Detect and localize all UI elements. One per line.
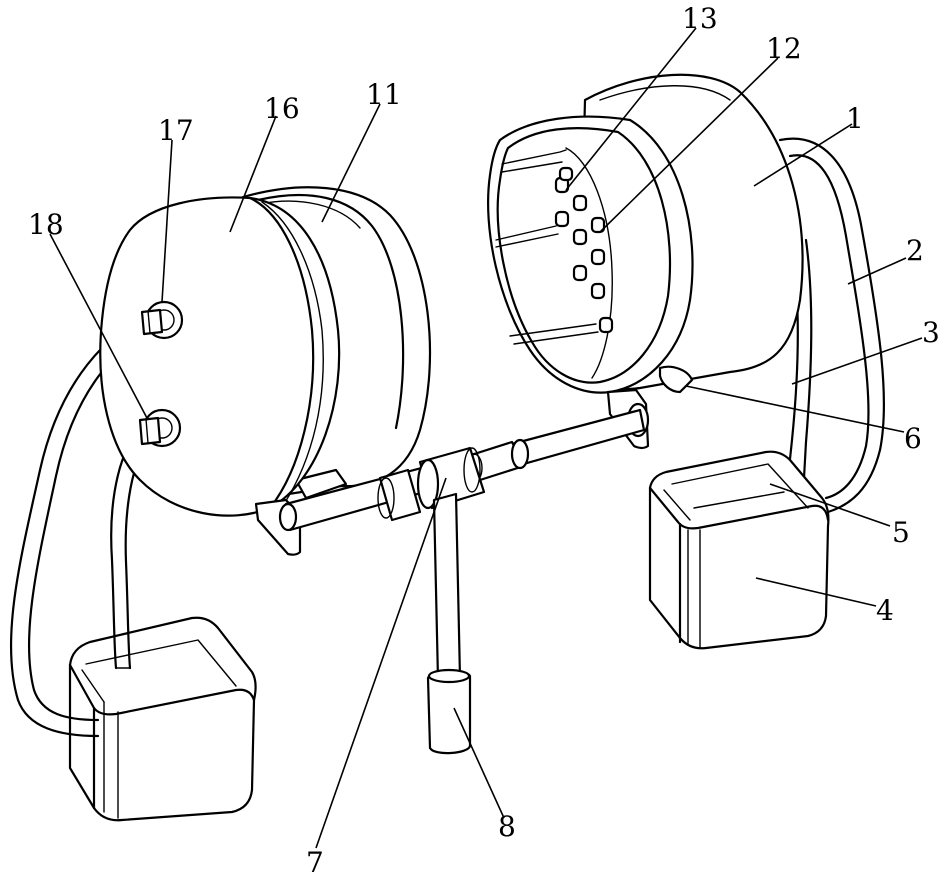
callout-11: 11 <box>366 78 402 111</box>
callout-3: 3 <box>922 316 940 349</box>
right-housing <box>488 75 802 393</box>
right-battery-box <box>650 452 828 649</box>
callout-2: 2 <box>906 234 924 267</box>
callout-16: 16 <box>264 92 300 125</box>
callout-7: 7 <box>306 846 324 879</box>
callout-8: 8 <box>498 810 516 843</box>
callout-4: 4 <box>876 594 894 627</box>
left-housing <box>100 187 430 515</box>
handle-rod-8 <box>428 494 470 753</box>
callout-17: 17 <box>158 114 194 147</box>
callout-18: 18 <box>28 208 64 241</box>
callout-13: 13 <box>682 2 718 35</box>
callout-12: 12 <box>766 32 802 65</box>
callout-5: 5 <box>892 516 910 549</box>
callout-1: 1 <box>846 102 864 135</box>
callout-6: 6 <box>904 422 922 455</box>
